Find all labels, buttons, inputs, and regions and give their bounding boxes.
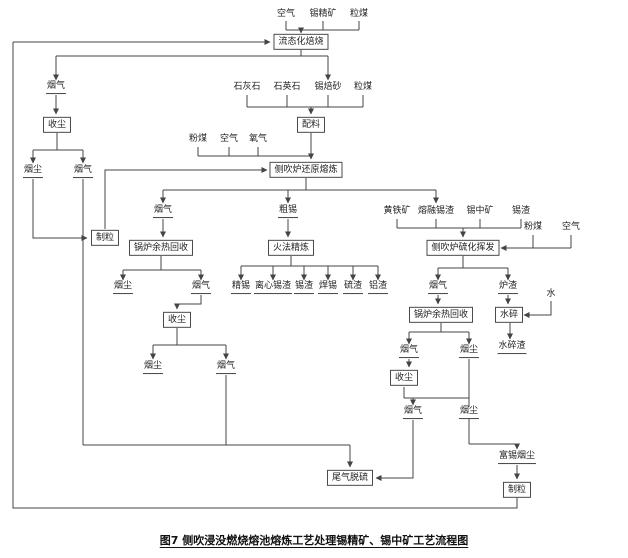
label-tin-concentrate: 锡精矿 <box>308 9 338 20</box>
label-limestone: 石灰石 <box>232 82 262 93</box>
label-oxygen: 氧气 <box>247 134 269 145</box>
label-dust-3: 烟尘 <box>458 345 480 358</box>
node-batching: 配料 <box>296 116 326 134</box>
label-quartz: 石英石 <box>272 82 302 93</box>
label-centrifuge-slag: 离心锡渣 <box>253 281 293 294</box>
label-pyrite: 黄铁矿 <box>382 206 412 217</box>
label-rich-tin-dust: 富锡烟尘 <box>497 451 537 464</box>
node-boiler-heat-recovery-right: 锅炉余热回收 <box>408 306 474 324</box>
connector-group <box>12 21 572 509</box>
label-aluminum-slag: 铝渣 <box>367 281 389 294</box>
label-dust-5: 烟尘 <box>458 406 480 419</box>
node-fire-refining: 火法精炼 <box>267 239 315 257</box>
node-sulfidation-fuming: 侧吹炉硫化挥发 <box>426 239 500 257</box>
label-pulverized-coal-1: 粉煤 <box>187 134 209 145</box>
node-reduction-smelting: 侧吹炉还原熔炼 <box>269 161 343 179</box>
label-dust-2: 烟尘 <box>112 281 134 294</box>
label-tin-calcine: 锡焙砂 <box>313 82 343 93</box>
label-sulfur-slag: 硫渣 <box>342 281 364 294</box>
label-coal-2: 粒煤 <box>352 82 374 93</box>
label-flue-gas-8: 烟气 <box>402 406 424 419</box>
label-solder: 焊锡 <box>317 281 339 294</box>
label-flue-gas-6: 烟气 <box>398 345 420 358</box>
label-molten-tin-slag: 熔融锡渣 <box>416 206 456 217</box>
label-tin-slag-out: 锡渣 <box>293 281 315 294</box>
node-dust-collection-1: 收尘 <box>42 116 72 134</box>
node-dust-collection-2: 收尘 <box>162 311 192 329</box>
figure-caption: 图7 侧吹浸没燃烧熔池熔炼工艺处理锡精矿、锡中矿工艺流程图 <box>159 534 469 547</box>
label-flue-gas-2: 烟气 <box>72 165 94 178</box>
label-air-3: 空气 <box>560 222 582 233</box>
label-coal-top: 粒煤 <box>348 9 370 20</box>
label-flue-gas-5: 烟气 <box>427 281 449 294</box>
node-granulation-bottom: 制粒 <box>502 481 532 499</box>
label-pulverized-coal-2: 粉煤 <box>522 222 544 233</box>
label-dust-1: 烟尘 <box>22 165 44 178</box>
label-crude-tin: 粗锡 <box>277 205 299 218</box>
node-granulation-left: 制粒 <box>90 229 120 247</box>
label-air-top: 空气 <box>275 9 297 20</box>
label-tin-middling: 锡中矿 <box>465 206 495 217</box>
node-tail-gas-desulfurization: 尾气脱硫 <box>326 469 374 487</box>
node-fluidized-roasting: 流态化焙烧 <box>273 33 329 51</box>
label-water: 水 <box>545 289 557 300</box>
label-flue-gas-1: 烟气 <box>45 81 67 94</box>
label-dust-4: 烟尘 <box>142 361 164 374</box>
label-furnace-slag: 炉渣 <box>497 281 519 294</box>
node-boiler-heat-recovery-left: 锅炉余热回收 <box>128 239 194 257</box>
label-air-2: 空气 <box>218 134 240 145</box>
label-refined-tin: 精锡 <box>230 281 252 294</box>
label-quenched-slag: 水碎渣 <box>497 341 527 354</box>
node-water-quench: 水碎 <box>494 306 524 324</box>
label-flue-gas-4: 烟气 <box>190 281 212 294</box>
node-dust-collection-3: 收尘 <box>389 369 419 387</box>
label-flue-gas-3: 烟气 <box>152 205 174 218</box>
label-flue-gas-7: 烟气 <box>215 361 237 374</box>
label-tin-slag-in: 锡渣 <box>510 206 532 217</box>
